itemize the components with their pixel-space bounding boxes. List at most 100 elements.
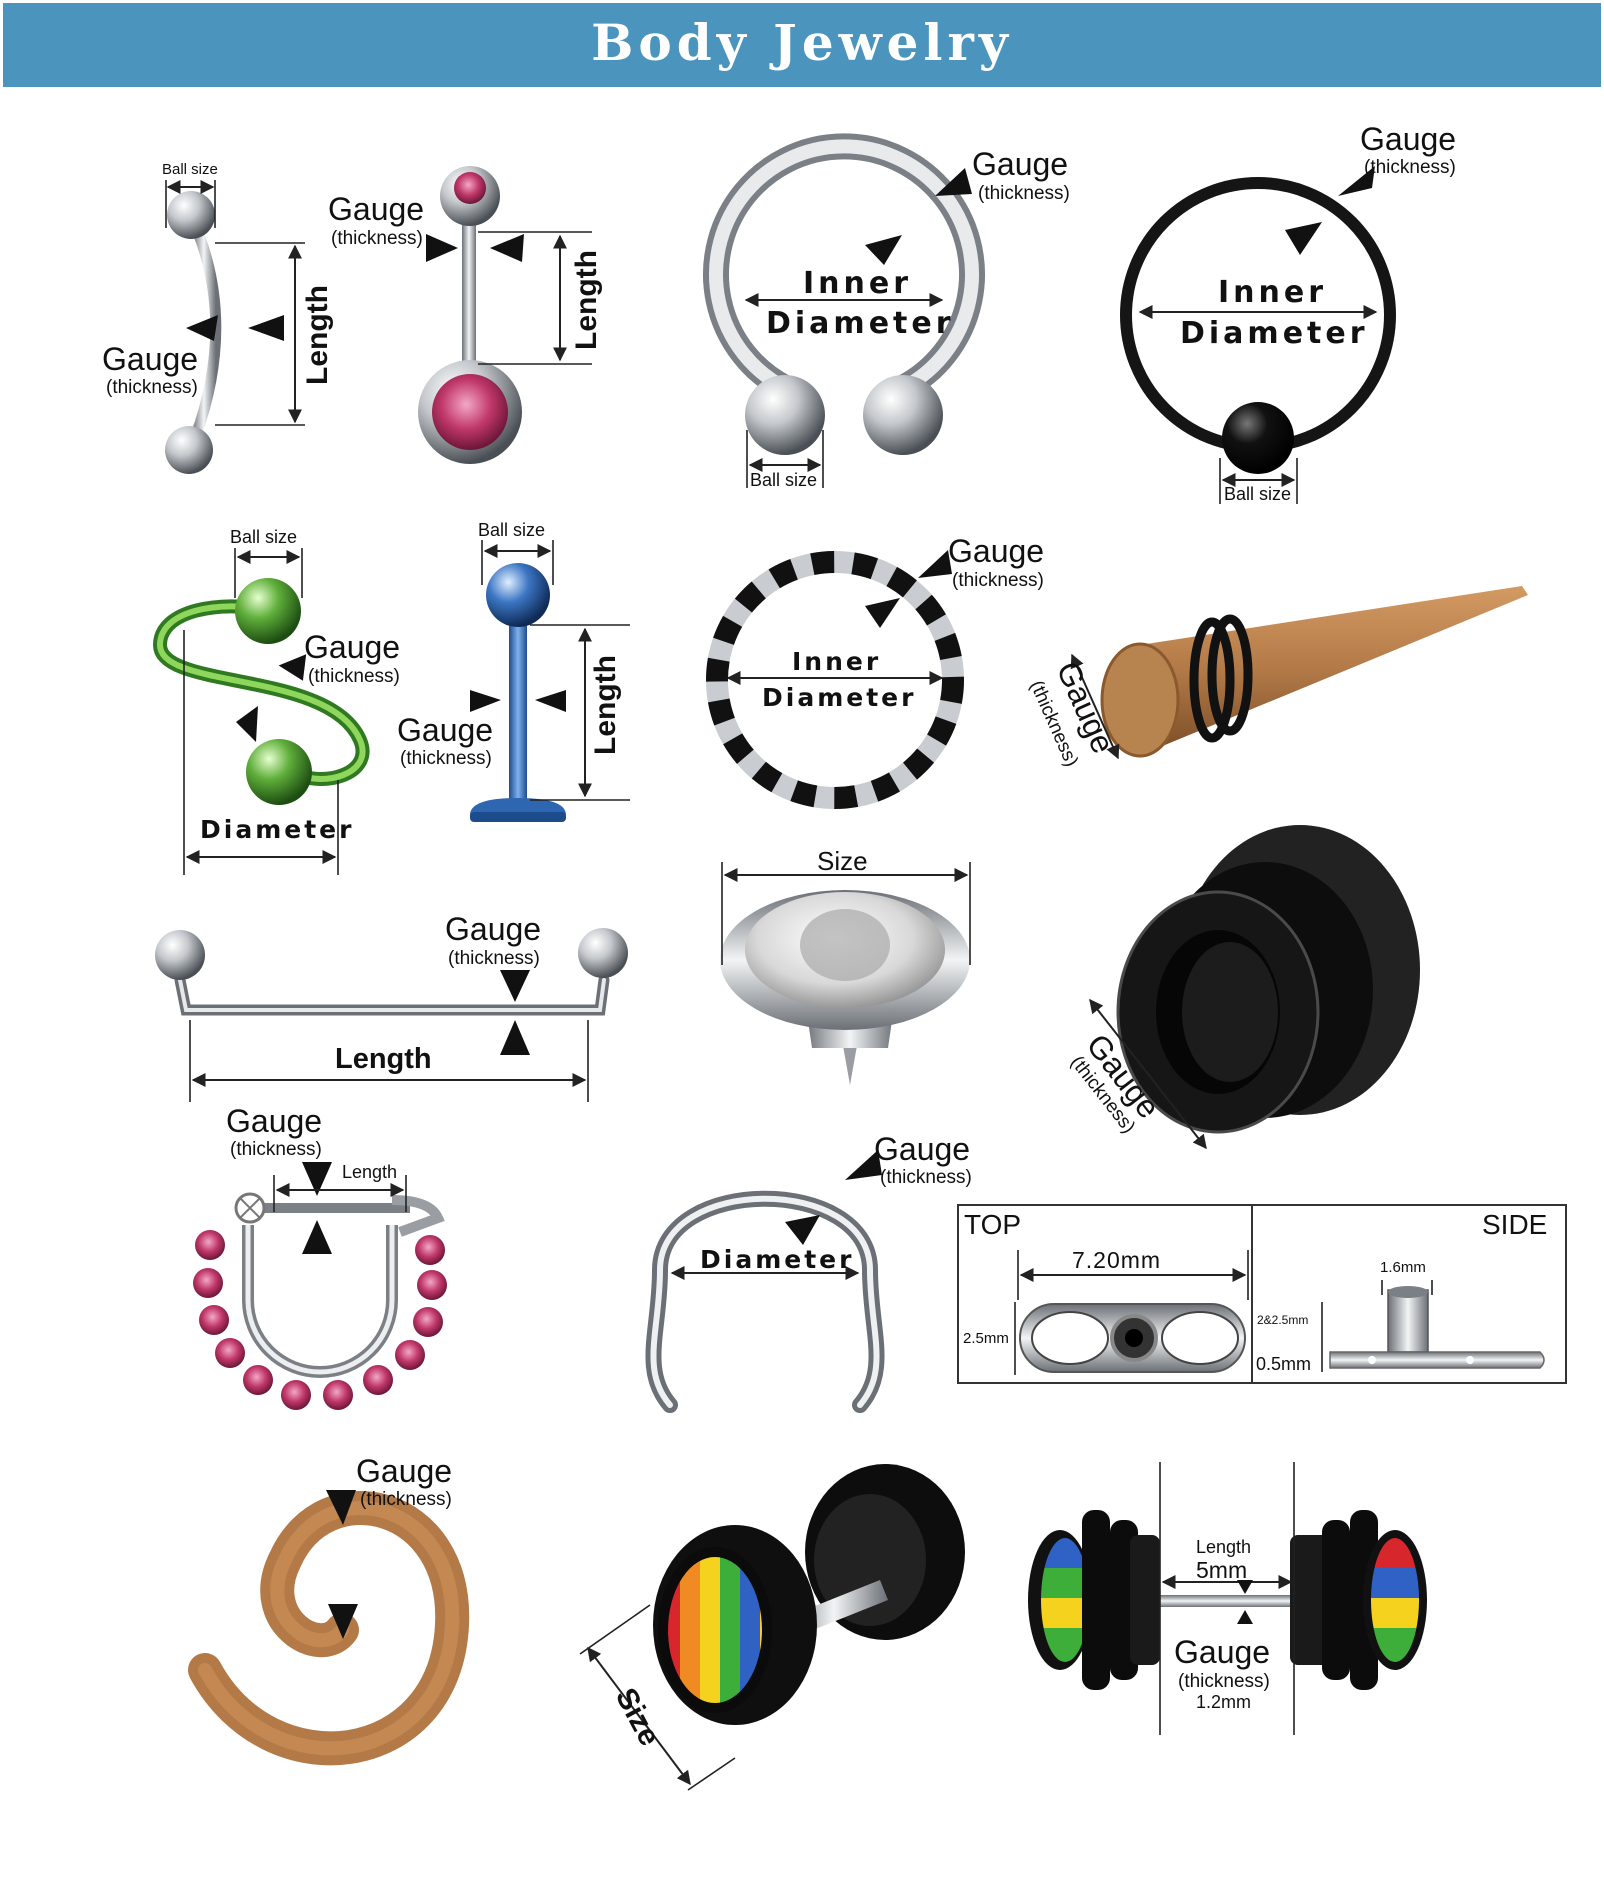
- inner-label: Inner: [792, 647, 881, 676]
- dermal-anchor-panel: TOP SIDE 7.20mm 2.5mm 1.6mm 2&2.5mm 0.5m…: [957, 1204, 1567, 1384]
- thickness-label: (thickness): [978, 183, 1070, 204]
- ball-size-label: Ball size: [230, 527, 297, 547]
- wooden-spiral: Gauge (thickness): [188, 1453, 470, 1766]
- gauge-arrow-icon: [470, 690, 501, 712]
- fake-plug-angled: Size: [579, 1464, 965, 1791]
- thickness-label: (thickness): [308, 666, 400, 687]
- gauge-label: Gauge: [397, 712, 493, 748]
- side-label: SIDE: [1482, 1209, 1547, 1240]
- gauge-arrow-icon: [326, 1490, 356, 1525]
- thickness-label: (thickness): [952, 570, 1044, 591]
- gauge-arrow-icon: [278, 654, 307, 681]
- length-value: 5mm: [1196, 1557, 1247, 1583]
- gauge-arrow-icon: [328, 1604, 358, 1639]
- thickness-label: (thickness): [230, 1139, 322, 1160]
- gauge-arrow-icon: [865, 235, 902, 265]
- gauge-arrow-icon: [1237, 1610, 1253, 1624]
- pink-gem-row: [193, 1230, 447, 1410]
- top-height-value: 2.5mm: [963, 1330, 1009, 1347]
- gauge-arrow-icon: [935, 168, 972, 196]
- gauge-label: Gauge: [948, 533, 1044, 569]
- fake-plug-side: Length 5mm Gauge (thickness) 1.2mm: [1028, 1462, 1427, 1735]
- gauge-label: Gauge: [445, 911, 541, 947]
- ball-size-label: Ball size: [478, 520, 545, 540]
- diameter-label: Diameter: [200, 815, 354, 844]
- screw-tunnel: Gauge (thickness): [1066, 825, 1420, 1150]
- thickness-label: (thickness): [360, 1489, 452, 1510]
- diameter-label: Diameter: [762, 683, 916, 712]
- gauge-label: Gauge: [874, 1131, 970, 1167]
- gauge-arrow-icon: [500, 1020, 530, 1055]
- gauge-arrow-icon: [785, 1215, 820, 1245]
- ball-size-label: Ball size: [162, 161, 218, 178]
- ball-icon: [745, 375, 825, 455]
- gauge-label: Gauge: [226, 1103, 322, 1139]
- ball-icon: [486, 563, 550, 627]
- gauge-label: Gauge: [328, 191, 424, 227]
- spiral-twister: Ball size Gauge (thickness) Diameter: [152, 527, 400, 875]
- belly-ring: Gauge (thickness) Length: [328, 166, 603, 464]
- gauge-arrow-icon: [302, 1220, 332, 1254]
- side-post-value: 1.6mm: [1380, 1259, 1426, 1276]
- ball-icon: [167, 191, 215, 239]
- thickness-label: (thickness): [331, 228, 423, 249]
- gauge-label: Gauge: [972, 146, 1068, 182]
- gauge-arrow-icon: [302, 1162, 332, 1196]
- gauge-arrow-icon: [248, 315, 284, 341]
- thickness-label: (thickness): [400, 748, 492, 769]
- gauge-arrow-icon: [1237, 1580, 1253, 1594]
- gauge-arrow-icon: [490, 234, 524, 262]
- length-label: Length: [589, 655, 622, 755]
- thickness-label: (thickness): [1178, 1671, 1270, 1692]
- thickness-label: (thickness): [1364, 157, 1456, 178]
- diameter-label: Diameter: [1180, 316, 1369, 351]
- length-label: Length: [1196, 1537, 1251, 1557]
- wooden-taper: Gauge (thickness): [1025, 586, 1528, 770]
- length-label: Length: [342, 1162, 397, 1182]
- gauge-arrow-icon: [1338, 166, 1375, 196]
- gauge-label: Gauge: [356, 1453, 452, 1489]
- gauge-arrow-icon: [535, 690, 566, 712]
- septum-retainer: Gauge (thickness) Diameter: [645, 1131, 972, 1413]
- gauge-arrow-icon: [500, 970, 530, 1002]
- gauge-arrow-icon: [426, 234, 458, 262]
- diameter-label: Diameter: [766, 306, 955, 341]
- curved-barbell: Ball size Length Gauge (thickness): [102, 161, 334, 474]
- dermal-top-crystal: Size: [720, 846, 971, 1085]
- diameter-label: Diameter: [700, 1245, 854, 1274]
- ball-size-label: Ball size: [1224, 484, 1291, 504]
- page-title: Body Jewelry: [591, 13, 1013, 72]
- gauge-arrow-icon: [845, 1150, 882, 1180]
- inner-label: Inner: [803, 266, 912, 301]
- captive-bead-ring: Gauge (thickness) Inner Diameter Ball si…: [1120, 121, 1456, 504]
- ball-size-label: Ball size: [750, 470, 817, 490]
- gauge-label: Gauge: [304, 629, 400, 665]
- labret-stud: Ball size Gauge (thickness) Length: [397, 520, 630, 822]
- inner-label: Inner: [1218, 275, 1327, 310]
- gauge-arrow-icon: [186, 315, 218, 341]
- length-label: Length: [570, 250, 603, 350]
- header-banner: Body Jewelry: [3, 3, 1601, 87]
- gauge-arrow-icon: [1285, 222, 1322, 255]
- side-height-value: 2&2.5mm: [1257, 1313, 1308, 1327]
- side-base-value: 0.5mm: [1256, 1354, 1311, 1374]
- horseshoe-ring: Gauge (thickness) Inner Diameter Ball si…: [703, 133, 1070, 490]
- gauge-label: Gauge: [1360, 121, 1456, 157]
- gauge-arrow-icon: [918, 550, 952, 578]
- ball-icon: [246, 739, 312, 805]
- ball-icon: [578, 928, 628, 978]
- anchor-side-icon: [1387, 1289, 1429, 1353]
- ball-icon: [863, 375, 943, 455]
- size-label: Size: [817, 846, 868, 876]
- ball-icon: [1222, 402, 1294, 474]
- ball-icon: [235, 578, 301, 644]
- length-label: Length: [335, 1043, 432, 1075]
- top-width-value: 7.20mm: [1072, 1247, 1161, 1273]
- surface-barbell: Gauge (thickness) Length: [155, 911, 628, 1102]
- septum-clicker: Gauge (thickness) Length: [193, 1103, 447, 1410]
- length-label: Length: [301, 285, 334, 385]
- gauge-arrow-icon: [865, 598, 900, 628]
- ball-icon: [155, 930, 205, 980]
- gauge-value: 1.2mm: [1196, 1692, 1251, 1712]
